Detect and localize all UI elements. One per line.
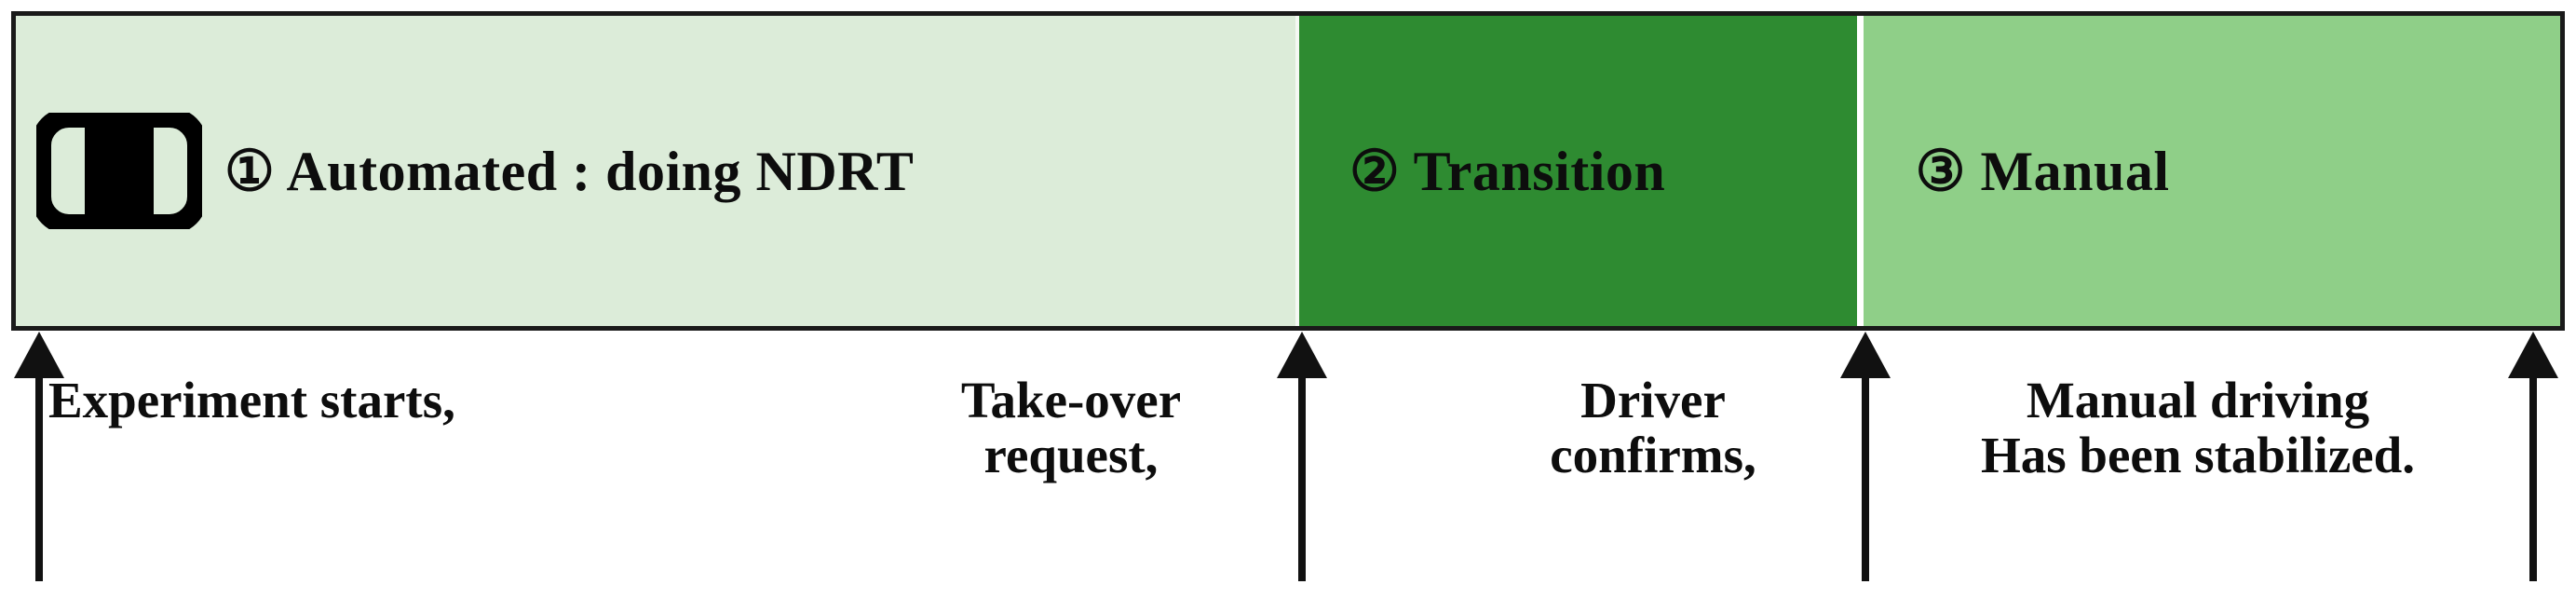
event-arrow-take-over-request: [1277, 332, 1327, 581]
event-label-take-over-request: Take-over request,: [960, 372, 1182, 484]
phase-manual: ③ Manual: [1856, 16, 2560, 326]
phase-automated: ① Automated : doing NDRT: [16, 16, 1295, 326]
event-arrow-manual-stabilized: [2508, 332, 2558, 581]
phase-manual-label: ③ Manual: [1915, 140, 2170, 202]
event-arrow-driver-confirms: [1840, 332, 1891, 581]
event-label-manual-stabilized: Manual driving Has been stabilized.: [1981, 372, 2415, 484]
phase-transition-label: ② Transition: [1349, 140, 1666, 202]
phase-automated-label: ① Automated : doing NDRT: [224, 140, 915, 202]
event-label-driver-confirms: Driver confirms,: [1550, 372, 1756, 484]
phase-transition: ② Transition: [1295, 16, 1857, 326]
timeline-bar: ① Automated : doing NDRT ② Transition ③ …: [11, 11, 2565, 331]
event-arrow-experiment-starts: [14, 332, 64, 581]
car-top-view-icon: [36, 113, 202, 229]
event-label-experiment-starts: Experiment starts,: [48, 372, 455, 428]
